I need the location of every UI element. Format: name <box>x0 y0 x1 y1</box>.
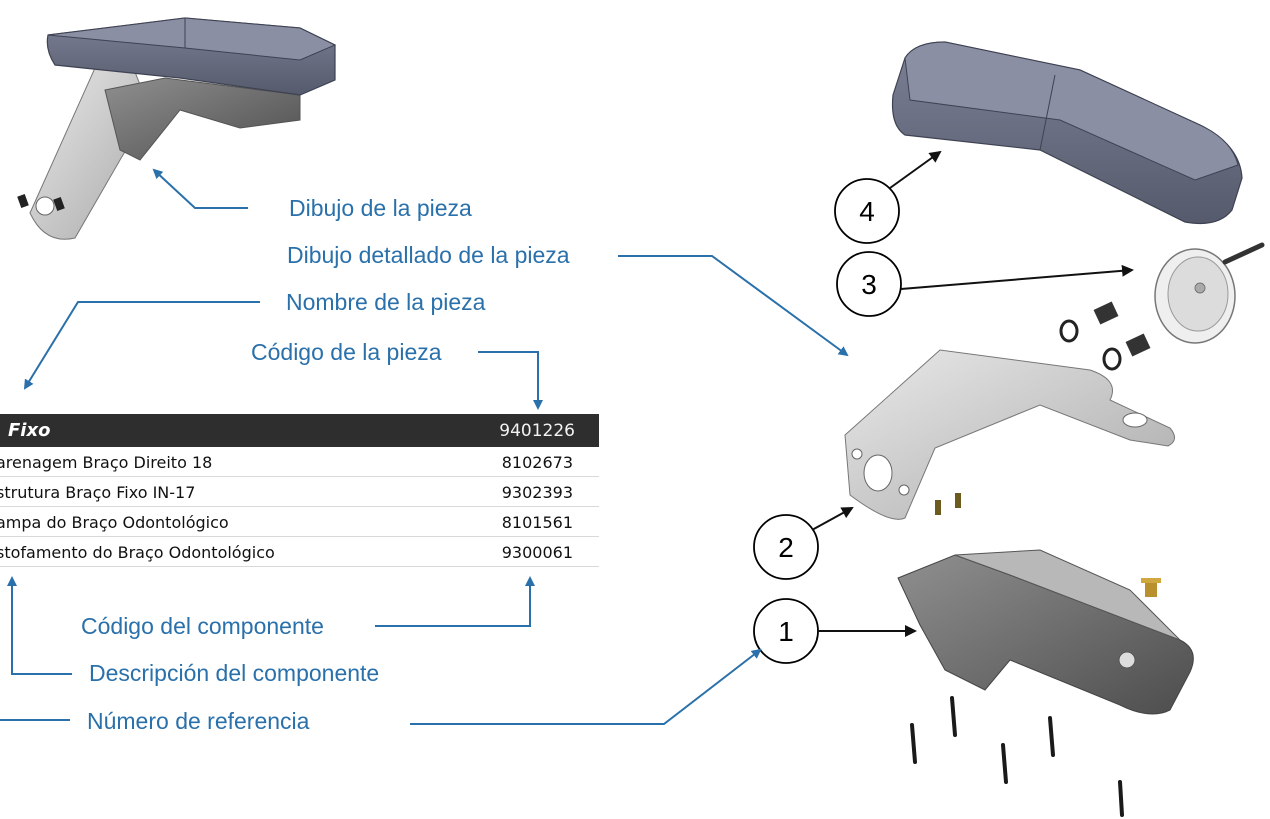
svg-text:4: 4 <box>859 196 875 227</box>
screws <box>910 696 1124 817</box>
reference-number-3: 3 <box>836 251 902 317</box>
component-code: 9302393 <box>501 483 573 502</box>
component-description: ampa do Braço Odontológico <box>0 513 229 532</box>
black-leaders <box>811 150 1134 637</box>
part-1-housing <box>897 549 1194 715</box>
part-4-cushion <box>891 41 1243 225</box>
callout-part-name: Nombre de la pieza <box>286 289 486 315</box>
part-3-cover <box>1059 242 1265 371</box>
svg-text:2: 2 <box>778 532 794 563</box>
callout-part-drawing: Dibujo de la pieza <box>289 195 472 221</box>
reference-number-2: 2 <box>753 514 819 580</box>
table-row: arenagem Braço Direito 18 8102673 <box>0 447 599 477</box>
parts-table: Fixo 9401226 arenagem Braço Direito 18 8… <box>0 414 599 567</box>
reference-number-4: 4 <box>834 178 900 244</box>
callout-component-code: Código del componente <box>81 613 324 639</box>
part-2-bracket <box>844 349 1175 520</box>
reference-number-1: 1 <box>753 598 819 664</box>
callout-component-description: Descripción del componente <box>89 660 380 686</box>
parts-table-header: Fixo 9401226 <box>0 414 599 447</box>
table-row: stofamento do Braço Odontológico 9300061 <box>0 537 599 567</box>
assembled-part-drawing <box>17 17 337 240</box>
callout-reference-number: Número de referencia <box>87 708 310 734</box>
svg-text:3: 3 <box>861 269 877 300</box>
callout-detailed-drawing: Dibujo detallado de la pieza <box>287 242 570 268</box>
callout-part-code: Código de la pieza <box>251 339 442 365</box>
part-code: 9401226 <box>499 421 575 441</box>
table-row: strutura Braço Fixo IN-17 9302393 <box>0 477 599 507</box>
component-description: strutura Braço Fixo IN-17 <box>0 483 196 502</box>
blue-leaders <box>0 168 849 725</box>
part-name: Fixo <box>8 420 51 441</box>
component-code: 8102673 <box>501 453 573 472</box>
svg-text:1: 1 <box>778 616 794 647</box>
table-row: ampa do Braço Odontológico 8101561 <box>0 507 599 537</box>
component-code: 9300061 <box>501 543 573 562</box>
component-code: 8101561 <box>501 513 573 532</box>
component-description: arenagem Braço Direito 18 <box>0 453 213 472</box>
component-description: stofamento do Braço Odontológico <box>0 543 275 562</box>
